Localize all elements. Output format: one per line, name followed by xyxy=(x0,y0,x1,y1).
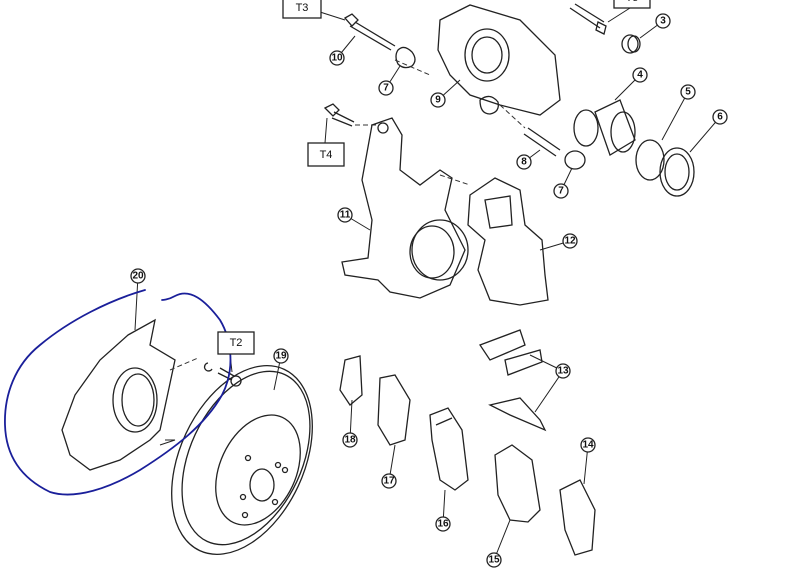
svg-text:8: 8 xyxy=(521,157,527,168)
svg-text:13: 13 xyxy=(557,366,569,377)
callout-11: 11 xyxy=(337,207,353,223)
callout-10: 10 xyxy=(329,50,345,66)
svg-text:T2: T2 xyxy=(230,337,243,349)
callout-18: 18 xyxy=(342,432,358,448)
svg-text:T3: T3 xyxy=(296,2,309,14)
anti-rattle-clips-13 xyxy=(479,329,547,432)
brake-rotor-19 xyxy=(171,365,313,555)
bolt-t4 xyxy=(323,103,355,127)
guide-pin-8 xyxy=(523,127,561,157)
shim-18 xyxy=(339,355,363,406)
svg-text:14: 14 xyxy=(582,440,594,451)
svg-text:19: 19 xyxy=(275,351,287,362)
callout-15: 15 xyxy=(486,552,502,568)
torque-box-t5: T5 xyxy=(613,0,651,9)
svg-text:16: 16 xyxy=(437,519,449,530)
callout-7-lower: 7 xyxy=(553,183,569,199)
svg-text:20: 20 xyxy=(132,271,144,282)
brake-pad-16 xyxy=(429,407,469,491)
svg-text:10: 10 xyxy=(331,53,343,64)
callout-3: 3 xyxy=(655,13,671,29)
callout-9: 9 xyxy=(430,92,446,108)
caliper-body-9 xyxy=(437,3,607,116)
svg-text:15: 15 xyxy=(488,555,500,566)
svg-text:11: 11 xyxy=(340,210,351,221)
cap-3 xyxy=(621,34,641,54)
bushing-7-lower xyxy=(564,150,586,170)
callout-17: 17 xyxy=(381,473,397,489)
bushing-7-upper xyxy=(395,46,416,69)
callout-7-upper: 7 xyxy=(378,80,394,96)
clip xyxy=(203,362,213,372)
svg-text:7: 7 xyxy=(558,186,564,197)
shim-14 xyxy=(559,479,596,556)
callout-12: 12 xyxy=(562,233,578,249)
callout-4: 4 xyxy=(632,67,648,83)
svg-text:T5: T5 xyxy=(626,0,639,4)
piston-4 xyxy=(573,99,636,156)
svg-text:T4: T4 xyxy=(320,149,333,161)
callout-19: 19 xyxy=(273,348,289,364)
dust-shield-20 xyxy=(61,318,176,471)
dust-boot-6 xyxy=(659,147,695,197)
callout-20: 20 xyxy=(130,268,146,284)
leader-lines xyxy=(134,7,721,561)
shim-17 xyxy=(377,374,411,446)
svg-text:3: 3 xyxy=(660,16,666,27)
callout-13: 13 xyxy=(555,363,571,379)
svg-text:5: 5 xyxy=(685,87,691,98)
torque-box-t2: T2 xyxy=(217,331,255,355)
svg-text:6: 6 xyxy=(717,112,723,123)
hand-drawn-circle-annotation xyxy=(4,289,232,496)
brake-pad-15 xyxy=(494,444,541,523)
svg-text:9: 9 xyxy=(435,95,441,106)
piston-seal-5 xyxy=(635,139,665,181)
svg-text:7: 7 xyxy=(383,83,389,94)
callout-5: 5 xyxy=(680,84,696,100)
caliper-bolt-10 xyxy=(343,13,396,51)
caliper-bracket-12 xyxy=(467,177,549,306)
torque-box-t4: T4 xyxy=(307,142,345,167)
svg-text:12: 12 xyxy=(564,236,576,247)
callout-16: 16 xyxy=(435,516,451,532)
callout-6: 6 xyxy=(712,109,728,125)
callout-14: 14 xyxy=(580,437,596,453)
steering-knuckle-11 xyxy=(341,117,469,299)
torque-box-t3: T3 xyxy=(282,0,322,19)
svg-text:4: 4 xyxy=(637,70,643,81)
callout-8: 8 xyxy=(516,154,532,170)
svg-text:17: 17 xyxy=(383,476,395,487)
svg-text:18: 18 xyxy=(344,435,356,446)
